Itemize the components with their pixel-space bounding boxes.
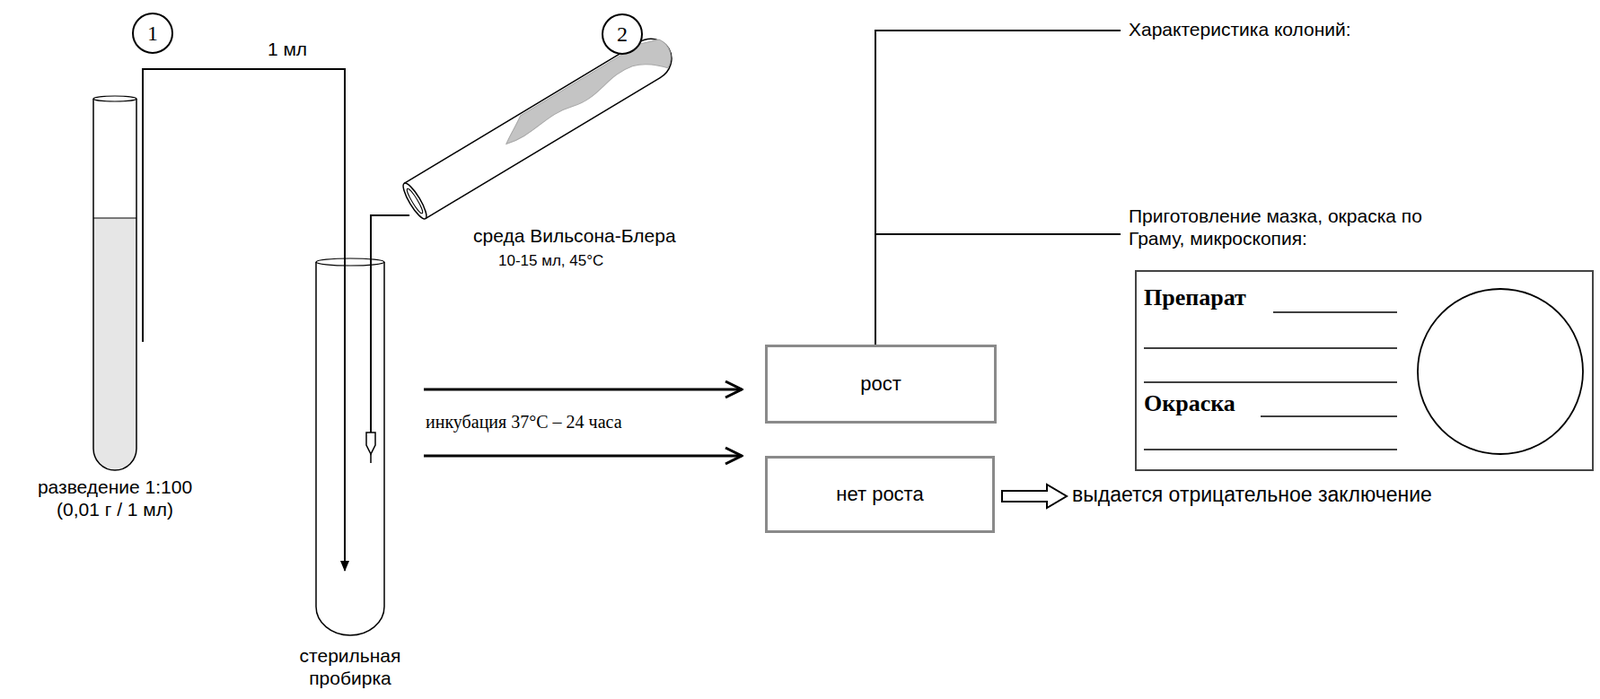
smear-heading: Приготовление мазка, окраска по Граму, м…	[1128, 204, 1425, 250]
incubation-arrow	[423, 388, 742, 392]
leader-line	[875, 233, 1121, 236]
negative-conclusion: выдается отрицательное заключение	[1072, 483, 1575, 509]
tube-label: стерильная пробирка	[278, 644, 422, 690]
medium-label: среда Вильсона-Блера	[473, 224, 743, 247]
dilution-tube	[93, 96, 137, 471]
callout-text: 2	[616, 22, 628, 47]
form-field: Окраска	[1143, 390, 1236, 418]
box-text: нет роста	[835, 483, 924, 507]
callout-number: 2	[601, 13, 643, 55]
box-text: рост	[860, 372, 902, 396]
form-lines	[1143, 312, 1398, 450]
dilution-label: разведение 1:100 (0,01 г / 1 мл)	[16, 475, 214, 521]
sterile-tube	[316, 258, 385, 636]
callout-text: 1	[147, 21, 159, 46]
pipette-tip	[366, 432, 376, 455]
result-box: рост	[764, 344, 997, 424]
callout-number: 1	[131, 12, 174, 54]
form-field: Препарат	[1143, 284, 1247, 312]
hollow-arrow	[1002, 484, 1067, 509]
pouring-line	[370, 215, 410, 433]
volume-label: 1 мл	[242, 37, 333, 61]
colony-heading: Характеристика колоний:	[1128, 17, 1578, 41]
incubation-label: инкубация 37°C – 24 часа	[425, 411, 731, 433]
leader-line	[875, 30, 1121, 345]
result-box: нет роста	[764, 456, 995, 534]
leader-line	[874, 270, 877, 345]
medium-tube	[399, 30, 680, 221]
microscope-field	[1417, 289, 1583, 455]
incubation-arrow	[423, 455, 742, 458]
smear-form: ПрепаратОкраска	[1134, 270, 1594, 472]
medium-conditions: 10-15 мл, 45°C	[498, 252, 678, 271]
